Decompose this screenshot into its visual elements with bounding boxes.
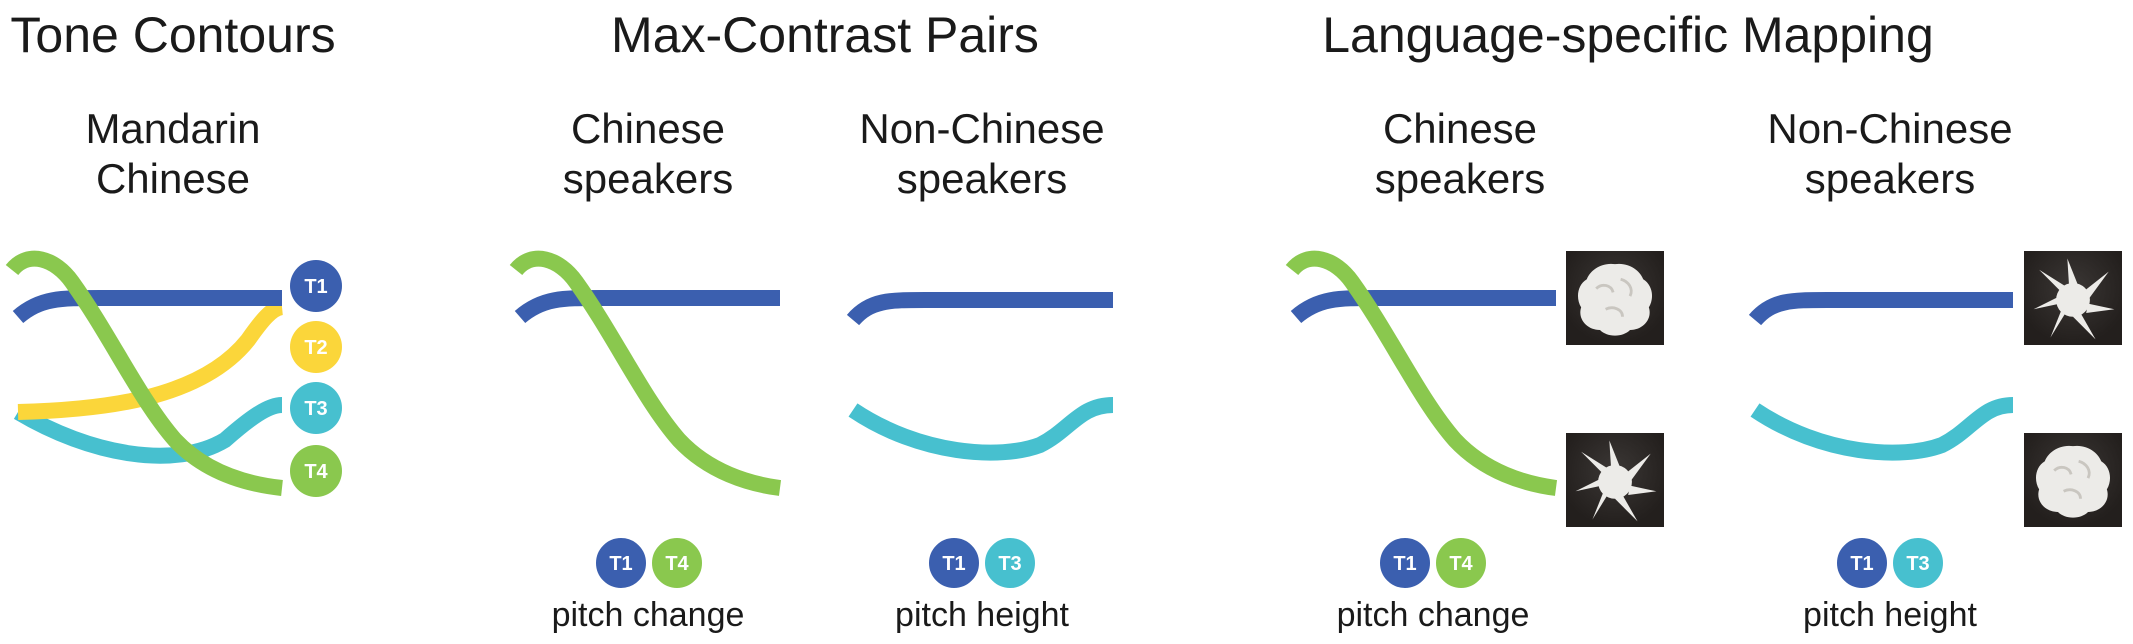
svg-text:T4: T4 bbox=[1449, 553, 1473, 575]
group-label-line: speakers bbox=[1374, 155, 1546, 202]
tone-badge-t3: T3 bbox=[983, 536, 1037, 590]
group-label-mandarin: Mandarin Chinese bbox=[85, 104, 260, 204]
tone-badge-t1: T1 bbox=[594, 536, 648, 590]
tone-badge-t4: T4 bbox=[1434, 536, 1488, 590]
tone-contour-t3 bbox=[848, 397, 1114, 461]
group-label-line: speakers bbox=[562, 155, 734, 202]
spiky-object-photo bbox=[2024, 251, 2122, 345]
tone-contour-t4 bbox=[509, 250, 782, 496]
tone-badge-t1: T1 bbox=[1378, 536, 1432, 590]
group-label-chinese-speakers-mapping: Chinese speakers bbox=[1375, 104, 1545, 204]
tone-contour-t1 bbox=[1748, 292, 2013, 326]
tone-contour-t4 bbox=[1285, 250, 1558, 496]
group-label-line: Non-Chinese bbox=[859, 105, 1105, 152]
tone-contour-t4 bbox=[5, 250, 283, 496]
group-label-non-chinese-speakers-mapping: Non-Chinese speakers bbox=[1767, 104, 2012, 204]
tone-contour-t2 bbox=[17, 299, 284, 420]
caption-pitch-change: pitch change bbox=[551, 596, 745, 634]
svg-text:T3: T3 bbox=[1906, 553, 1929, 575]
caption-pitch-height: pitch height bbox=[895, 596, 1069, 634]
group-label-line: Mandarin bbox=[85, 105, 261, 152]
group-label-line: Chinese bbox=[570, 105, 726, 152]
group-label-line: Chinese bbox=[1382, 105, 1538, 152]
spiky-object-photo bbox=[1566, 433, 1664, 527]
svg-text:T4: T4 bbox=[304, 461, 328, 483]
tone-contour-t3 bbox=[1750, 397, 2014, 461]
tone-badge-t1: T1 bbox=[1835, 536, 1889, 590]
tone-contour-t1 bbox=[1290, 290, 1556, 324]
caption-pitch-height: pitch height bbox=[1803, 596, 1977, 634]
svg-text:T2: T2 bbox=[304, 337, 327, 359]
svg-text:T1: T1 bbox=[304, 276, 327, 298]
smooth-blob-object-photo bbox=[2024, 433, 2122, 527]
caption-pitch-change: pitch change bbox=[1336, 596, 1530, 634]
tone-badge-t4: T4 bbox=[290, 445, 342, 497]
section-title-tone-contours: Tone Contours bbox=[10, 7, 336, 63]
group-label-line: Non-Chinese bbox=[1767, 105, 2013, 152]
tone-badge-t2: T2 bbox=[290, 321, 342, 373]
svg-text:T3: T3 bbox=[998, 553, 1021, 575]
group-label-line: speakers bbox=[1804, 155, 1976, 202]
group-label-chinese-speakers-contrast: Chinese speakers bbox=[563, 104, 733, 204]
section-title-language-specific-mapping: Language-specific Mapping bbox=[1322, 7, 1934, 63]
svg-text:T1: T1 bbox=[1393, 553, 1416, 575]
tone-contour-t1 bbox=[514, 290, 780, 324]
svg-text:T4: T4 bbox=[665, 553, 689, 575]
tone-badge-t3: T3 bbox=[1891, 536, 1945, 590]
tone-badge-t3: T3 bbox=[290, 382, 342, 434]
section-title-max-contrast-pairs: Max-Contrast Pairs bbox=[611, 7, 1039, 63]
smooth-blob-object-photo bbox=[1566, 251, 1664, 345]
svg-text:T3: T3 bbox=[304, 398, 327, 420]
group-label-non-chinese-speakers-contrast: Non-Chinese speakers bbox=[859, 104, 1104, 204]
tone-badge-t4: T4 bbox=[650, 536, 704, 590]
svg-text:T1: T1 bbox=[609, 553, 632, 575]
tone-badge-t1: T1 bbox=[290, 260, 342, 312]
svg-text:T1: T1 bbox=[1850, 553, 1873, 575]
tone-badge-t1: T1 bbox=[927, 536, 981, 590]
tone-contour-t1 bbox=[12, 290, 282, 324]
group-label-line: speakers bbox=[896, 155, 1068, 202]
tone-contour-t1 bbox=[846, 292, 1113, 326]
svg-text:T1: T1 bbox=[942, 553, 965, 575]
group-label-line: Chinese bbox=[95, 155, 251, 202]
